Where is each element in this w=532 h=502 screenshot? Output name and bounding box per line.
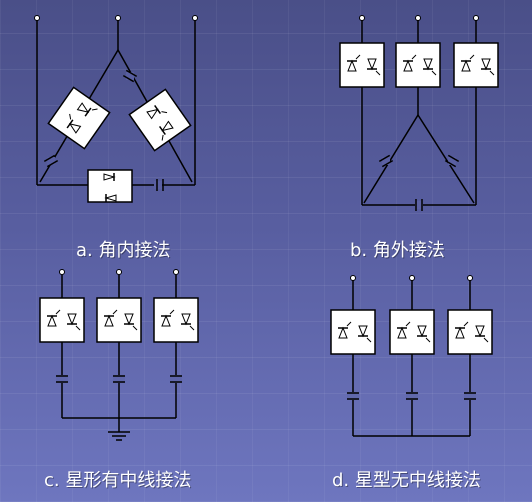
terminal-d2 (409, 275, 415, 281)
terminal-b1 (359, 15, 365, 21)
terminal-c1 (59, 269, 65, 275)
caption-a: a. 角内接法 (76, 240, 171, 261)
diagram-d-star-no-neutral (352, 280, 471, 437)
terminal-c2 (116, 269, 122, 275)
caption-b: b. 角外接法 (350, 240, 445, 261)
terminal-a2 (115, 15, 121, 21)
terminal-b3 (473, 15, 479, 21)
terminal-b2 (415, 15, 421, 21)
terminal-c3 (173, 269, 179, 275)
terminal-a1 (34, 15, 40, 21)
terminal-d3 (467, 275, 473, 281)
thyristor-pair-a-bottom (87, 169, 133, 203)
terminal-a3 (192, 15, 198, 21)
terminal-d1 (350, 275, 356, 281)
caption-c: c. 星形有中线接法 (44, 470, 192, 491)
caption-d: d. 星型无中线接法 (332, 470, 481, 491)
